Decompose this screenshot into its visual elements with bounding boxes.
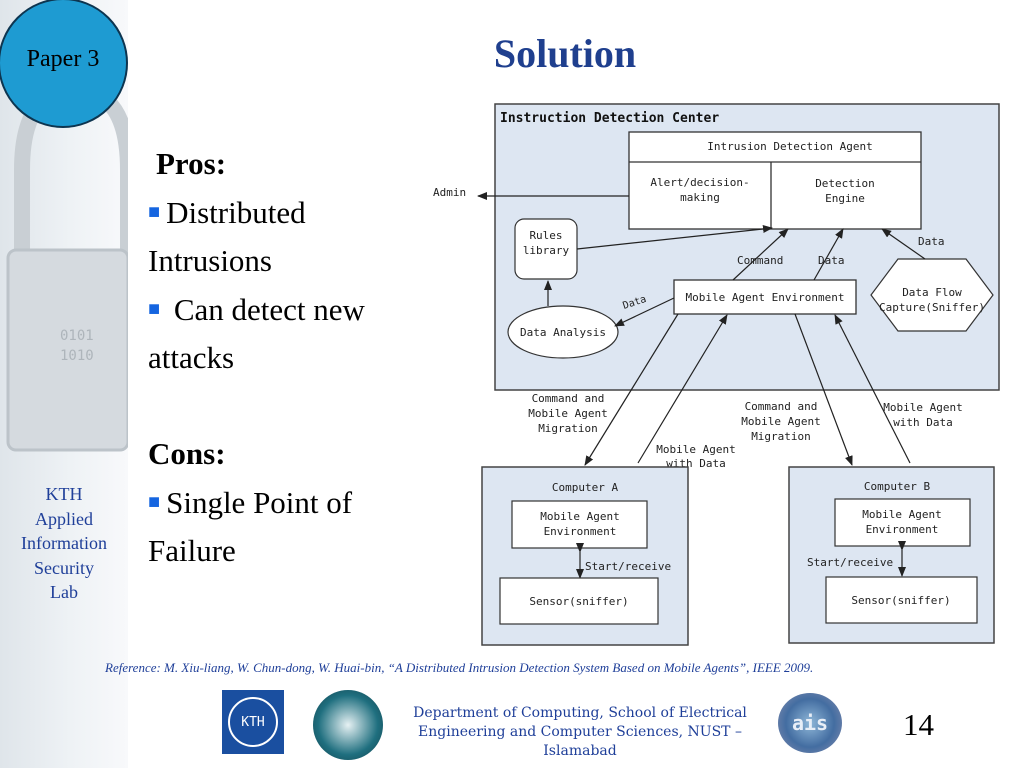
sidebar-background: 0101 1010 Paper 3 KTH Applied Informatio… bbox=[0, 0, 128, 768]
agent-label: Intrusion Detection Agent bbox=[707, 140, 873, 153]
square-bullet-icon: ■ bbox=[148, 201, 161, 223]
alert-label: making bbox=[680, 191, 720, 204]
lab-name-line: Lab bbox=[50, 582, 78, 602]
page-number: 14 bbox=[903, 707, 934, 742]
mae-box bbox=[673, 279, 857, 315]
slide-title: Solution bbox=[493, 31, 637, 76]
department-line: Department of Computing, School of Elect… bbox=[413, 705, 747, 721]
pros-item: ■Distributed Intrusions bbox=[148, 188, 448, 285]
sensor-label: Sensor(sniffer) bbox=[529, 595, 628, 608]
ais-logo: ais bbox=[778, 693, 842, 753]
cons-item-line: Failure bbox=[148, 533, 236, 568]
pros-item-line: Intrusions bbox=[148, 243, 272, 278]
spacer bbox=[148, 382, 448, 430]
data-label: Data bbox=[818, 254, 845, 267]
mae-line: Environment bbox=[544, 525, 617, 538]
lab-name: KTH Applied Information Security Lab bbox=[4, 482, 124, 605]
data-analysis-ellipse bbox=[507, 305, 619, 359]
square-bullet-icon: ■ bbox=[148, 491, 161, 513]
cmd-migration-label: Command and bbox=[745, 400, 818, 413]
svg-text:ais: ais bbox=[792, 711, 828, 735]
pros-heading: Pros: bbox=[156, 146, 227, 181]
department-line: Islamabad bbox=[543, 743, 617, 759]
computer-a-label: Computer A bbox=[552, 481, 619, 494]
mae-label: Mobile Agent Environment bbox=[686, 291, 845, 304]
mae-line: Mobile Agent bbox=[862, 508, 941, 521]
data-label: Data bbox=[918, 235, 945, 248]
data-analysis-label: Data Analysis bbox=[520, 326, 606, 339]
cmd-migration-label: Mobile Agent bbox=[528, 407, 607, 420]
lab-name-line: Information bbox=[21, 533, 107, 553]
alert-label: Alert/decision- bbox=[650, 176, 749, 189]
department-text: Department of Computing, School of Elect… bbox=[395, 704, 765, 761]
admin-label: Admin bbox=[433, 186, 466, 199]
paper-badge-label: Paper 3 bbox=[26, 45, 100, 72]
sensor-label: Sensor(sniffer) bbox=[851, 594, 950, 607]
cmd-migration-label: Mobile Agent bbox=[741, 415, 820, 428]
department-line: Engineering and Computer Sciences, NUST … bbox=[418, 724, 742, 740]
kth-logo: KTH bbox=[222, 690, 284, 754]
rules-label: library bbox=[523, 244, 570, 257]
start-receive-label: Start/receive bbox=[807, 556, 893, 569]
agent-with-data-label: Mobile Agent bbox=[883, 401, 962, 414]
lab-name-line: Applied bbox=[35, 508, 93, 529]
agent-box bbox=[628, 131, 922, 230]
cons-heading: Cons: bbox=[148, 436, 226, 471]
square-bullet-icon: ■ bbox=[148, 298, 161, 320]
cons-item: ■Single Point of Failure bbox=[148, 478, 448, 575]
dataflow-label: Data Flow bbox=[902, 286, 962, 299]
kth-logo-text: KTH bbox=[241, 715, 264, 730]
engine-label: Engine bbox=[825, 192, 865, 205]
nust-seal-logo bbox=[313, 690, 383, 760]
lab-name-line: KTH bbox=[45, 484, 83, 504]
computer-b-label: Computer B bbox=[864, 480, 931, 493]
detection-center-title: Instruction Detection Center bbox=[500, 111, 719, 126]
pros-cons-block: Pros: ■Distributed Intrusions ■ Can dete… bbox=[148, 140, 448, 575]
pros-item-line: Distributed bbox=[166, 195, 306, 230]
command-label: Command bbox=[737, 254, 783, 267]
cons-item-line: Single Point of bbox=[166, 485, 353, 520]
pros-item-line: Can detect new bbox=[173, 292, 365, 327]
dataflow-label: Capture(Sniffer) bbox=[879, 301, 985, 314]
computer-b-sensor-box bbox=[825, 576, 978, 624]
computer-b-mae-box bbox=[834, 498, 971, 547]
paper-badge: Paper 3 bbox=[0, 0, 128, 128]
cmd-migration-label: Command and bbox=[532, 392, 605, 405]
pros-item-line: attacks bbox=[148, 340, 235, 375]
dataflow-hexagon bbox=[870, 258, 994, 332]
cmd-migration-label: Migration bbox=[751, 430, 811, 443]
agent-with-data-label: with Data bbox=[893, 416, 953, 429]
mae-line: Environment bbox=[866, 523, 939, 536]
cmd-migration-label: Migration bbox=[538, 422, 598, 435]
mae-line: Mobile Agent bbox=[540, 510, 619, 523]
pros-item: ■ Can detect new attacks bbox=[148, 285, 448, 382]
ids-architecture-diagram: Instruction Detection Center Intrusion D… bbox=[433, 103, 1000, 646]
reference-text: Reference: M. Xiu-liang, W. Chun-dong, W… bbox=[105, 660, 814, 675]
rules-label: Rules bbox=[529, 229, 562, 242]
engine-label: Detection bbox=[815, 177, 875, 190]
agent-with-data-label: Mobile Agent bbox=[656, 443, 735, 456]
start-receive-label: Start/receive bbox=[585, 560, 671, 573]
svg-text:1010: 1010 bbox=[60, 348, 94, 364]
lab-name-line: Security bbox=[34, 557, 94, 578]
computer-a-sensor-box bbox=[499, 577, 659, 625]
svg-text:0101: 0101 bbox=[60, 328, 94, 344]
